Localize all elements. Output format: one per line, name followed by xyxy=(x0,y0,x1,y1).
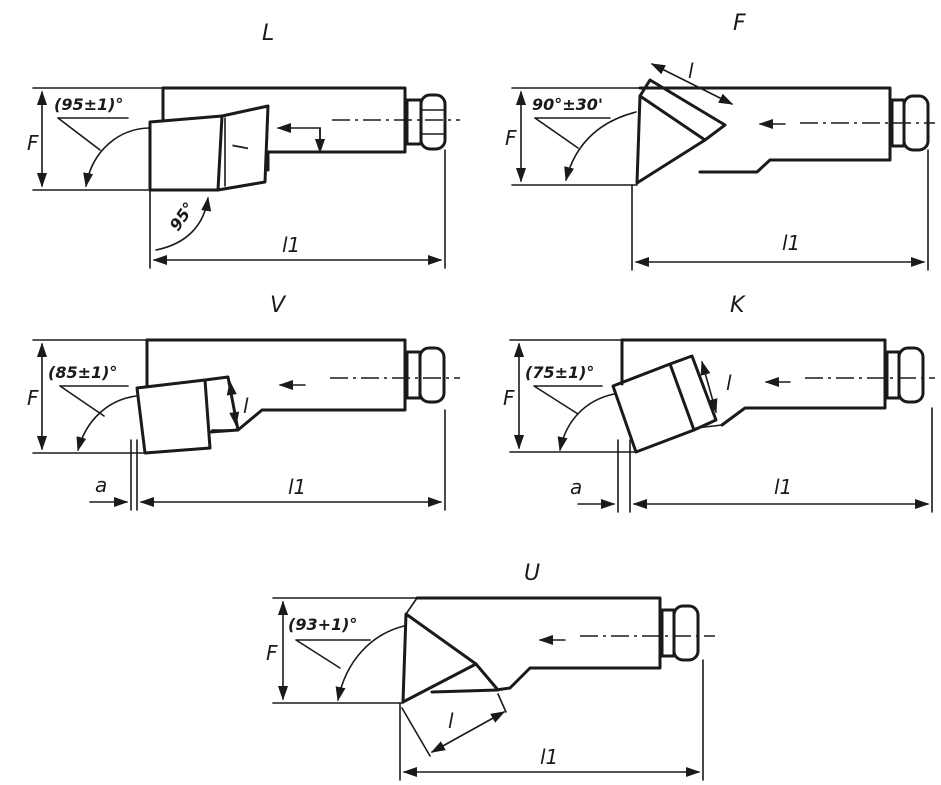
view-f-length-dim xyxy=(650,63,734,105)
view-l-angle-label: (95±1)° xyxy=(54,95,123,114)
view-l-title: L xyxy=(262,21,274,46)
view-k: K l F (75±1)° a l1 xyxy=(503,293,935,513)
view-v-length-label: l xyxy=(243,394,249,418)
view-v-overall-label: l1 xyxy=(288,475,306,499)
view-u-screw-head xyxy=(672,604,700,662)
view-k-holder-body xyxy=(620,338,887,427)
view-l-insert xyxy=(148,114,224,192)
view-f-angle-label: 90°±30' xyxy=(532,95,603,114)
view-f: F l F 90°±30' l1 xyxy=(505,11,935,271)
view-k-insert xyxy=(611,362,696,454)
view-v-clamp-screw xyxy=(405,350,422,400)
view-v-holder-body xyxy=(145,338,407,432)
view-l-corner-arc xyxy=(155,196,212,251)
view-u-clamp-screw xyxy=(660,608,676,658)
view-k-length-dim xyxy=(700,360,718,414)
view-l-screw-head xyxy=(419,93,447,151)
view-l-angle-arc xyxy=(83,127,151,188)
view-k-angle-label: (75±1)° xyxy=(525,363,594,382)
view-f-length-label: l xyxy=(688,59,694,83)
view-u-overall-label: l1 xyxy=(540,745,558,769)
view-l-clamp-screw xyxy=(405,98,423,146)
view-v-angle-label: (85±1)° xyxy=(48,363,117,382)
view-f-height-label: F xyxy=(505,126,517,150)
view-f-insert xyxy=(635,94,707,185)
view-l-length-label: l xyxy=(229,144,253,150)
view-f-overall-label: l1 xyxy=(782,231,800,255)
view-v-insert xyxy=(135,378,212,455)
view-k-offset-label: a xyxy=(570,475,582,499)
view-l-corner-angle-label: 95° xyxy=(166,199,199,235)
view-u-length-dim xyxy=(430,711,506,753)
view-l-height-label: F xyxy=(27,131,39,155)
view-v-angle-arc xyxy=(76,395,137,452)
view-f-title: F xyxy=(733,11,746,36)
view-f-angle-arc xyxy=(564,111,637,182)
view-k-length-label: l xyxy=(726,371,732,395)
view-v-offset-label: a xyxy=(95,473,107,497)
view-f-holder-body xyxy=(638,86,892,174)
view-u-title: U xyxy=(524,561,540,586)
view-l: L l F (95±1)° 95° l1 xyxy=(27,21,460,269)
view-l-overall-label: l1 xyxy=(282,233,300,257)
view-l-feed-arrow xyxy=(276,122,321,147)
view-l-holder-body xyxy=(161,86,407,172)
view-v-height-label: F xyxy=(27,386,39,410)
view-k-overall-label: l1 xyxy=(774,475,792,499)
view-v-screw-head xyxy=(418,346,446,404)
view-u: U l F (93+1)° l1 xyxy=(266,561,715,781)
view-u-angle-arc xyxy=(335,625,405,702)
view-v-title: V xyxy=(270,293,287,318)
view-k-screw-head xyxy=(897,346,925,404)
view-k-height-label: F xyxy=(503,386,515,410)
view-k-clamp-screw xyxy=(885,350,901,400)
view-v: V l F (85±1)° a l1 xyxy=(27,293,460,511)
view-u-height-label: F xyxy=(266,641,278,665)
view-u-angle-label: (93+1)° xyxy=(288,615,357,634)
view-k-title: K xyxy=(730,293,746,318)
view-u-holder-body xyxy=(415,596,662,692)
view-u-insert xyxy=(401,612,478,704)
view-k-angle-arc xyxy=(557,393,615,452)
view-v-length-dim xyxy=(226,380,240,427)
view-u-length-label: l xyxy=(448,709,454,733)
